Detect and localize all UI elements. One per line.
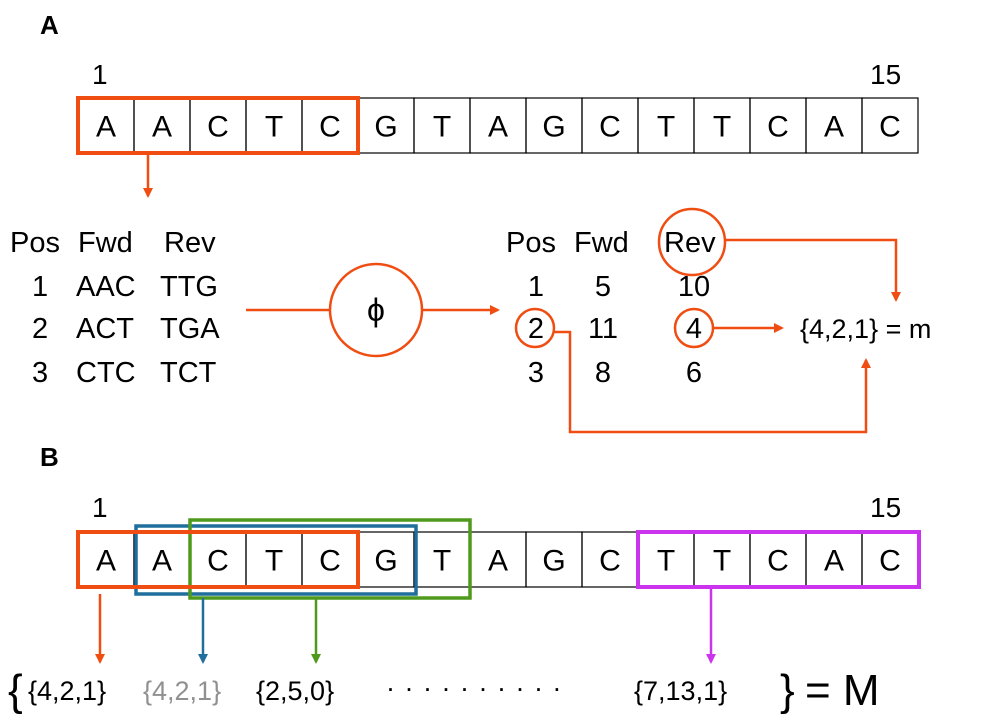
window-last xyxy=(636,530,921,589)
panel-b-label: B xyxy=(40,442,59,472)
encoded-table-pos: 2 xyxy=(528,313,544,345)
encoded-table-header-rev: Rev xyxy=(664,227,716,259)
rev-header-highlight xyxy=(657,207,727,277)
encoded-table-rev: 10 xyxy=(678,271,710,303)
ellipsis: · · · · · · · · · · xyxy=(386,673,562,703)
panel-b-position-end: 15 xyxy=(870,492,901,523)
window-1 xyxy=(76,530,360,589)
encoded-table-header-fwd: Fwd xyxy=(574,227,629,259)
sequence-base: A xyxy=(152,111,172,144)
sequence-base: G xyxy=(374,111,397,144)
sequence-base: C xyxy=(879,545,901,578)
kmer-table-pos: 1 xyxy=(32,271,48,303)
minimizer-1: {4,2,1} xyxy=(28,676,106,706)
sequence-base: A xyxy=(824,545,844,578)
sequence-base: A xyxy=(152,545,172,578)
kmer-table-fwd: AAC xyxy=(76,271,136,303)
kmer-table-pos: 2 xyxy=(32,313,48,345)
kmer-table-rev: TGA xyxy=(160,313,220,345)
pos-value-highlight xyxy=(514,307,556,349)
sequence-base: G xyxy=(542,545,565,578)
sequence-base: C xyxy=(767,545,789,578)
minimizer-2-duplicate: {4,2,1} xyxy=(143,676,221,706)
window-2 xyxy=(134,524,418,596)
sequence-base: C xyxy=(879,111,901,144)
panel-a-position-end: 15 xyxy=(870,59,901,90)
phi-symbol: ϕ xyxy=(367,292,385,328)
rev-to-m-connector xyxy=(726,238,901,302)
sequence-base: T xyxy=(657,111,675,144)
sequence-base: A xyxy=(96,545,116,578)
kmer-table-fwd: ACT xyxy=(76,313,134,345)
sequence-base: C xyxy=(319,111,341,144)
minimizer-3: {2,5,0} xyxy=(256,676,334,706)
set-label-M: = M xyxy=(805,666,880,715)
encoded-table-pos: 3 xyxy=(528,357,544,389)
kmer-table-fwd: CTC xyxy=(76,357,136,389)
sequence-base: C xyxy=(599,111,621,144)
kmer-table-header-pos: Pos xyxy=(10,227,60,259)
encoded-table-rev: 4 xyxy=(686,313,702,345)
kmer-table-rev: TCT xyxy=(160,357,217,389)
sequence-base: T xyxy=(713,545,731,578)
kmer-table-header-fwd: Fwd xyxy=(78,227,133,259)
sequence-base: C xyxy=(207,111,229,144)
sequence-base: T xyxy=(657,545,675,578)
kmer-table-pos: 3 xyxy=(32,357,48,389)
minimizer-result: {4,2,1} = m xyxy=(800,314,931,344)
kmer-table: Pos Fwd Rev 1 AAC TTG 2 ACT TGA 3 CTC TC… xyxy=(10,227,220,389)
sequence-base: C xyxy=(599,545,621,578)
encoded-table-pos: 1 xyxy=(528,271,544,303)
sequence-base: A xyxy=(96,111,116,144)
sequence-base: G xyxy=(542,111,565,144)
sequence-cell xyxy=(861,97,919,154)
encoded-table-header-pos: Pos xyxy=(506,227,556,259)
panel-b-position-start: 1 xyxy=(92,492,108,523)
encoded-table: Pos Fwd Rev 1 5 10 2 11 4 3 8 6 xyxy=(506,227,716,389)
set-close-brace: } xyxy=(780,666,795,715)
sequence-base: C xyxy=(207,545,229,578)
panel-a-label: A xyxy=(40,10,59,40)
kmer-table-rev: TTG xyxy=(160,271,218,303)
sequence-base: T xyxy=(433,111,451,144)
encoded-table-fwd: 5 xyxy=(595,271,611,303)
panel-a-position-start: 1 xyxy=(92,59,108,90)
kmer-table-header-rev: Rev xyxy=(164,227,216,259)
sequence-base: A xyxy=(488,545,508,578)
sequence-base: G xyxy=(374,545,397,578)
sequence-base: A xyxy=(488,111,508,144)
pos-to-m-connector xyxy=(554,330,871,434)
minimizer-last: {7,13,1} xyxy=(634,676,727,706)
sequence-base: T xyxy=(265,111,283,144)
sequence-base: C xyxy=(319,545,341,578)
sequence-base: T xyxy=(265,545,283,578)
sequence-base: C xyxy=(767,111,789,144)
sequence-base: A xyxy=(824,111,844,144)
sequence-base: T xyxy=(433,545,451,578)
set-open-brace: { xyxy=(8,666,23,715)
panel-a-kmer-window xyxy=(76,96,360,155)
encoded-table-fwd: 8 xyxy=(595,357,611,389)
sequence-base: T xyxy=(713,111,731,144)
window-3 xyxy=(188,518,472,600)
encoded-table-rev: 6 xyxy=(686,357,702,389)
encoded-table-fwd: 11 xyxy=(588,313,618,345)
